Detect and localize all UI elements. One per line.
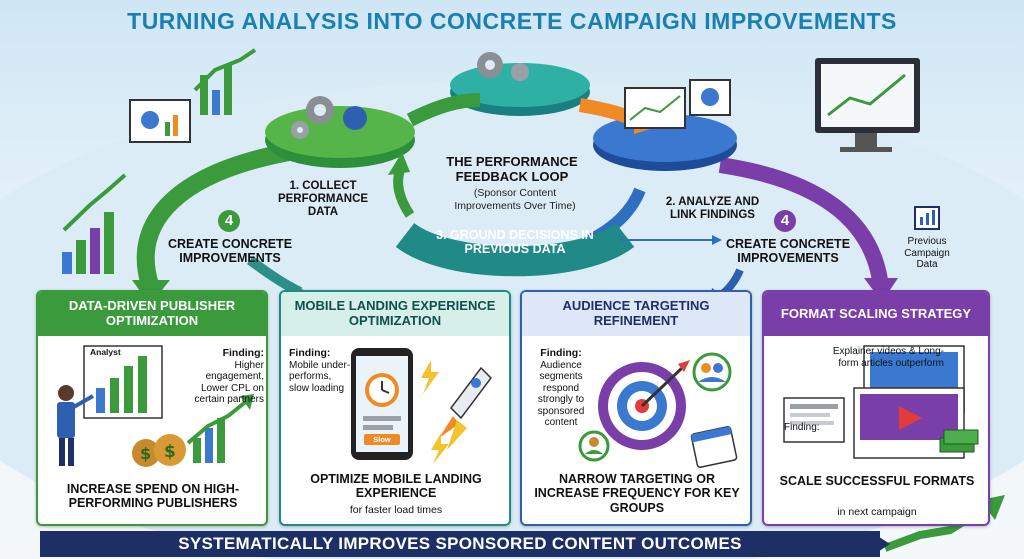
growth-bars-icon <box>62 173 127 274</box>
panel-format-scaling: FORMAT SCALING STRATEGY Explainer videos… <box>762 290 990 526</box>
gear-icon <box>477 52 529 81</box>
phone-slow-label: Slow <box>373 435 391 444</box>
panel-4-finding-top: Explainer videos & Long-form articles ou… <box>832 346 944 369</box>
article-stack-icon <box>783 397 845 443</box>
footer-banner: SYSTEMATICALLY IMPROVES SPONSORED CONTEN… <box>40 531 880 557</box>
panel-3-finding: Finding: Audience segments respond stron… <box>528 347 594 429</box>
bar-chart-icon <box>193 48 257 115</box>
panel-4-outcome: SCALE SUCCESSFUL FORMATS <box>779 474 975 488</box>
lightning-icon <box>421 360 449 464</box>
panel-1-outcome: INCREASE SPEND ON HIGH-PERFORMING PUBLIS… <box>66 482 240 511</box>
create-improvements-label-left: CREATE CONCRETE IMPROVEMENTS <box>167 237 293 266</box>
loop-arrow-return-head <box>388 152 410 175</box>
panel-publisher-optimization: DATA-DRIVEN PUBLISHER OPTIMIZATION $ $ A… <box>36 290 268 526</box>
panel-1-illustration: $ $ <box>57 345 254 467</box>
step-decisions-label: 3. GROUND DECISIONS IN PREVIOUS DATA <box>436 228 594 257</box>
panel-2-outcome: OPTIMIZE MOBILE LANDING EXPERIENCE <box>310 472 482 501</box>
step-analyze-label: 2. ANALYZE AND LINK FINDINGS <box>665 196 760 222</box>
panel-audience-targeting: AUDIENCE TARGETING REFINEMENT Finding: A… <box>520 290 752 526</box>
svg-text:$: $ <box>164 442 176 462</box>
create-improvements-label-right: CREATE CONCRETE IMPROVEMENTS <box>725 237 851 266</box>
arrow-right-arc <box>718 157 888 282</box>
rocket-icon <box>439 366 492 450</box>
loop-arrow-1 <box>406 93 481 127</box>
panel-4-title: FORMAT SCALING STRATEGY <box>764 292 988 336</box>
analyst-monitor-icon <box>624 79 731 129</box>
arrow-left-arc <box>136 141 302 288</box>
panel-2-title: MOBILE LANDING EXPERIENCE OPTIMIZATION <box>281 292 509 336</box>
panel-2-finding-text: Mobile under-performs, slow loading <box>289 359 351 394</box>
desktop-monitor-icon <box>815 58 920 152</box>
footer-banner-arrow <box>870 531 890 557</box>
panel-2-outcome-sub: for faster load times <box>349 504 443 516</box>
analyst-label: Analyst <box>90 347 121 357</box>
platform-collect <box>265 106 415 158</box>
panel-2-finding-label: Finding: <box>289 347 331 359</box>
panel-mobile-landing: MOBILE LANDING EXPERIENCE OPTIMIZATION S… <box>279 290 511 526</box>
analyst-person-icon <box>57 385 94 466</box>
loop-arrow-return <box>393 168 415 218</box>
panel-4-illustration <box>783 345 979 459</box>
panel-3-finding-label: Finding: <box>540 347 582 359</box>
panel-3-illustration <box>578 352 738 468</box>
panel-1-finding-text: Higher engagement, Lower CPL on certain … <box>194 359 264 406</box>
page-title: TURNING ANALYSIS INTO CONCRETE CAMPAIGN … <box>127 8 897 34</box>
panel-3-outcome: NARROW TARGETING OR INCREASE FREQUENCY F… <box>534 472 740 515</box>
loop-title: THE PERFORMANCE FEEDBACK LOOP <box>446 154 578 184</box>
growth-chart-icon <box>186 394 254 463</box>
money-bag-icon: $ $ <box>132 434 186 467</box>
panel-2-illustration <box>351 348 492 464</box>
arrow-to-create-head <box>712 235 722 245</box>
panel-3-title: AUDIENCE TARGETING REFINEMENT <box>522 292 750 336</box>
cash-stack-icon <box>939 429 979 453</box>
target-icon <box>598 360 690 450</box>
svg-text:$: $ <box>140 444 151 463</box>
panel-2-finding: Finding: Mobile under-performs, slow loa… <box>289 347 351 394</box>
panel-3-finding-text: Audience segments respond strongly to sp… <box>537 359 585 429</box>
panel-4-outcome-sub: in next campaign <box>837 506 917 518</box>
panel-1-title: DATA-DRIVEN PUBLISHER OPTIMIZATION <box>38 292 266 336</box>
previous-campaign-data-label: Previous Campaign Data <box>904 236 950 270</box>
panel-1-finding: Finding: Higher engagement, Lower CPL on… <box>178 347 264 406</box>
loop-arrow-decisions <box>395 222 635 277</box>
audience-group-icon <box>692 352 732 392</box>
person-target-icon <box>578 430 610 462</box>
step-4-badge-left: 4 <box>218 210 240 232</box>
gear-icon <box>291 96 367 139</box>
panel-1-finding-label: Finding: <box>222 347 264 359</box>
step-collect-label: 1. COLLECT PERFORMANCE DATA <box>277 180 369 219</box>
panel-4-finding-label: Finding: <box>784 422 820 433</box>
dashboard-chart-icon <box>129 99 191 143</box>
loop-subtitle: (Sponsor Content Improvements Over Time) <box>454 187 576 212</box>
step-4-badge-right: 4 <box>774 210 796 232</box>
smartphone-icon <box>351 348 413 460</box>
previous-data-icon <box>914 206 940 230</box>
calendar-icon <box>690 426 738 468</box>
